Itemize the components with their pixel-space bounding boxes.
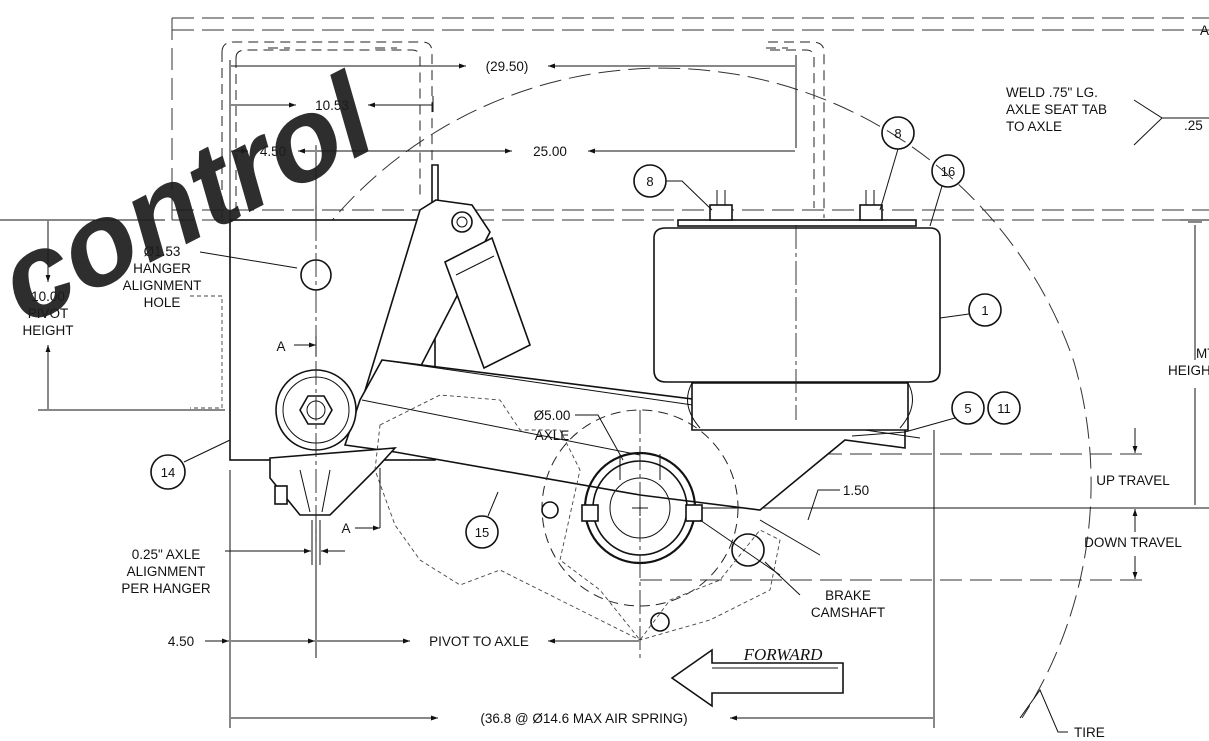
dim-25-00: 25.00	[533, 144, 567, 159]
tire-outline	[319, 67, 1092, 719]
section-a-markers: A A	[276, 336, 381, 536]
weld-line-2: AXLE SEAT TAB	[1006, 102, 1107, 117]
svg-text:8: 8	[894, 126, 901, 141]
dim-29-50: (29.50)	[486, 59, 529, 74]
brake-line-1: BRAKE	[825, 588, 871, 603]
balloon-15: 15	[465, 491, 499, 549]
svg-text:14: 14	[161, 465, 175, 480]
tire-label: TIRE	[1074, 725, 1105, 740]
axle-alignment-dim: 0.25" AXLE ALIGNMENT PER HANGER	[121, 520, 345, 596]
balloon-14: 14	[150, 439, 231, 490]
hole-label-3: ALIGNMENT	[123, 278, 202, 293]
dim-pivot-to-axle: PIVOT TO AXLE	[429, 634, 529, 649]
top-dimensions: (29.50) 10.53 4.50 25.00	[229, 55, 797, 658]
balloon-1: 1	[939, 293, 1002, 327]
dim-10-53: 10.53	[315, 98, 349, 113]
weld-line-3: TO AXLE	[1006, 119, 1062, 134]
section-a-lower: A	[341, 521, 350, 536]
travel-dimensions: UP TRAVEL DOWN TRAVEL	[1084, 221, 1202, 579]
svg-text:8: 8	[646, 174, 653, 189]
section-a-upper: A	[276, 339, 285, 354]
mtg-height-1: MTG	[1196, 346, 1209, 361]
dim-4-50-top: 4.50	[260, 144, 286, 159]
pivot-height-value: 10.00	[31, 289, 65, 304]
hole-label-4: HOLE	[144, 295, 181, 310]
dim-1-50: 1.50	[843, 483, 869, 498]
up-travel-label: UP TRAVEL	[1096, 473, 1170, 488]
mtg-height-2: HEIGH	[1168, 363, 1209, 378]
svg-text:1: 1	[981, 303, 988, 318]
weld-callout	[1133, 99, 1209, 146]
alignment-line-2: ALIGNMENT	[127, 564, 206, 579]
balloon-16: 16	[929, 154, 965, 227]
svg-text:15: 15	[475, 525, 489, 540]
svg-text:11: 11	[997, 401, 1011, 416]
pivot-height-dimension: 10.00 PIVOT HEIGHT	[22, 221, 225, 411]
axle-diameter: Ø5.00	[534, 408, 571, 423]
pivot-height-word1: PIVOT	[28, 306, 69, 321]
balloon-11: 11	[987, 391, 1021, 425]
balloon-8-right: 8	[879, 116, 915, 211]
pivot-height-word2: HEIGHT	[22, 323, 73, 338]
axle-word: AXLE	[535, 428, 570, 443]
trailing-arm	[269, 359, 921, 516]
forward-label: FORWARD	[743, 645, 823, 664]
top-right-letter: A	[1200, 23, 1209, 38]
svg-text:16: 16	[941, 164, 955, 179]
hole-label-2: HANGER	[133, 261, 191, 276]
alignment-line-3: PER HANGER	[121, 581, 211, 596]
balloon-8-left: 8	[633, 164, 713, 211]
alignment-line-1: 0.25" AXLE	[132, 547, 201, 562]
brake-line-2: CAMSHAFT	[811, 605, 885, 620]
balloon-5: 5	[851, 391, 985, 437]
weld-size: .25	[1184, 118, 1203, 133]
hole-dia-label: Ø1.53	[144, 244, 181, 259]
dim-4-50-bottom: 4.50	[168, 634, 194, 649]
svg-text:5: 5	[964, 401, 971, 416]
weld-line-1: WELD .75" LG.	[1006, 85, 1098, 100]
forward-arrow	[670, 648, 844, 708]
bottom-dimensions: 4.50 PIVOT TO AXLE (36.8 @ Ø14.6 MAX AIR…	[168, 430, 935, 728]
air-spring	[653, 190, 941, 431]
down-travel-label: DOWN TRAVEL	[1084, 535, 1182, 550]
dim-overall-bottom: (36.8 @ Ø14.6 MAX AIR SPRING)	[480, 711, 687, 726]
